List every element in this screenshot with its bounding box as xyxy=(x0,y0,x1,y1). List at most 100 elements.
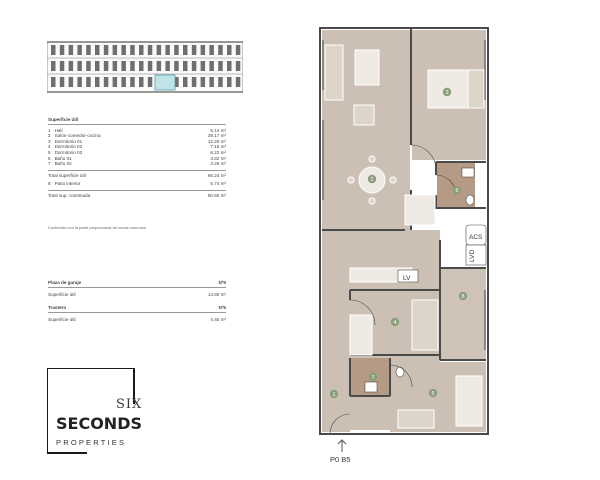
room-number: 5 xyxy=(48,149,51,155)
elevation-window xyxy=(51,61,56,71)
elevation-window xyxy=(218,45,223,55)
elevation-window xyxy=(227,61,232,71)
total-util-row: Total superficie útil 66.24 m² xyxy=(48,169,226,179)
room-badge-circle xyxy=(390,317,400,327)
elevation-window xyxy=(174,61,179,71)
elevation-window xyxy=(68,61,74,71)
elevation-window xyxy=(174,77,179,87)
storage-number: Nº5 xyxy=(218,305,226,310)
elevation-window xyxy=(139,77,144,87)
elevation-window xyxy=(121,61,126,71)
elevation-window xyxy=(68,45,74,55)
patio-number: 8 xyxy=(48,181,51,187)
wardrobe-icon xyxy=(467,69,485,109)
room-badge: 2 xyxy=(367,174,377,184)
garage-title: Plaza de garaje xyxy=(48,280,82,285)
logo-frame xyxy=(47,368,135,454)
elevation-window xyxy=(209,45,214,55)
room-area: 29.17 m² xyxy=(207,133,226,139)
room-number: 1 xyxy=(48,127,51,133)
wardrobe-icon xyxy=(397,409,435,429)
room-number: 7 xyxy=(48,161,51,167)
elevation-window xyxy=(147,45,153,55)
coffee-table-icon xyxy=(354,49,380,86)
storage-surface-label: Superficie útil xyxy=(48,316,76,322)
room-area: 6.22 m² xyxy=(210,149,226,155)
elevation-window xyxy=(209,77,214,87)
elevation-window xyxy=(235,77,241,87)
elevation-window xyxy=(130,77,135,87)
elevation-window xyxy=(103,77,109,87)
patio-label: Patio interior xyxy=(54,181,81,187)
elevation-window xyxy=(86,77,91,87)
room-number: 3 xyxy=(48,138,51,144)
room-label: Dormitorio 03 xyxy=(54,149,83,155)
garage-number: Nº5 xyxy=(218,280,226,285)
elevation-window xyxy=(218,77,223,87)
garage-surface-value: 14.80 m² xyxy=(207,291,226,297)
room-badge-number: 4 xyxy=(393,320,396,326)
elevation-window xyxy=(130,61,135,71)
elevation-window xyxy=(77,61,82,71)
door-swing xyxy=(329,413,351,435)
garage-surface-label: Superficie útil xyxy=(48,291,76,297)
elevation-window xyxy=(139,45,144,55)
chair-icon xyxy=(347,176,355,184)
elevation-window xyxy=(130,45,135,55)
sink-icon xyxy=(461,167,475,178)
storage-title: Trastero xyxy=(48,305,67,310)
room-badge-circle xyxy=(452,185,462,195)
elevation-window xyxy=(183,45,188,55)
elevation-window xyxy=(209,61,214,71)
room-badge-number: 7 xyxy=(371,375,374,381)
surface-table-header: Superficie útil xyxy=(48,117,226,125)
room-badge-circle xyxy=(368,372,378,382)
total-const-label: Total sup. construida xyxy=(48,192,91,198)
garage-table: Plaza de garaje Nº5 Superficie útil 14.8… xyxy=(48,280,226,297)
elevation-window xyxy=(86,45,91,55)
room-badge-number: 8 xyxy=(461,294,464,300)
room-badge-circle xyxy=(458,291,468,301)
elevation-window xyxy=(200,77,206,87)
elevation-window xyxy=(183,77,188,87)
elevation-window xyxy=(147,77,153,87)
elevation-window xyxy=(112,45,118,55)
logo-frame-right xyxy=(133,368,135,404)
elevation-window xyxy=(165,45,170,55)
total-util-label: Total superficie útil xyxy=(48,172,86,178)
room-area: 12.20 m² xyxy=(207,138,226,144)
toilet-icon xyxy=(465,194,475,206)
toilet-icon xyxy=(395,366,405,378)
logo-frame-bottom xyxy=(47,452,87,454)
elevation-window xyxy=(77,77,82,87)
elevation-window xyxy=(174,45,179,55)
total-const-row: Total sup. construida 80.60 m² xyxy=(48,189,226,199)
elevation-window xyxy=(191,77,197,87)
elevation-window xyxy=(59,77,65,87)
elevation-window xyxy=(112,61,118,71)
room-badge: 7 xyxy=(368,372,378,382)
room-area: 3.82 m² xyxy=(210,155,226,161)
elevation-window xyxy=(95,77,100,87)
outer-wall xyxy=(319,27,489,435)
dishwasher-icon xyxy=(465,244,487,266)
elevation-window xyxy=(200,45,206,55)
elevation-window xyxy=(183,61,188,71)
room-badge-circle xyxy=(367,174,377,184)
storage-table: Trastero Nº5 Superficie útil 4.45 m² xyxy=(48,305,226,322)
elevation-window xyxy=(235,61,241,71)
elevation-window xyxy=(191,61,197,71)
chair-icon xyxy=(368,155,376,163)
room-badge-circle xyxy=(428,388,438,398)
room-badge: 6 xyxy=(452,185,462,195)
room-number: 4 xyxy=(48,144,51,150)
elevation-window xyxy=(165,61,170,71)
elevation-window xyxy=(235,45,241,55)
elevation-window xyxy=(227,77,232,87)
sink-icon xyxy=(364,381,378,393)
